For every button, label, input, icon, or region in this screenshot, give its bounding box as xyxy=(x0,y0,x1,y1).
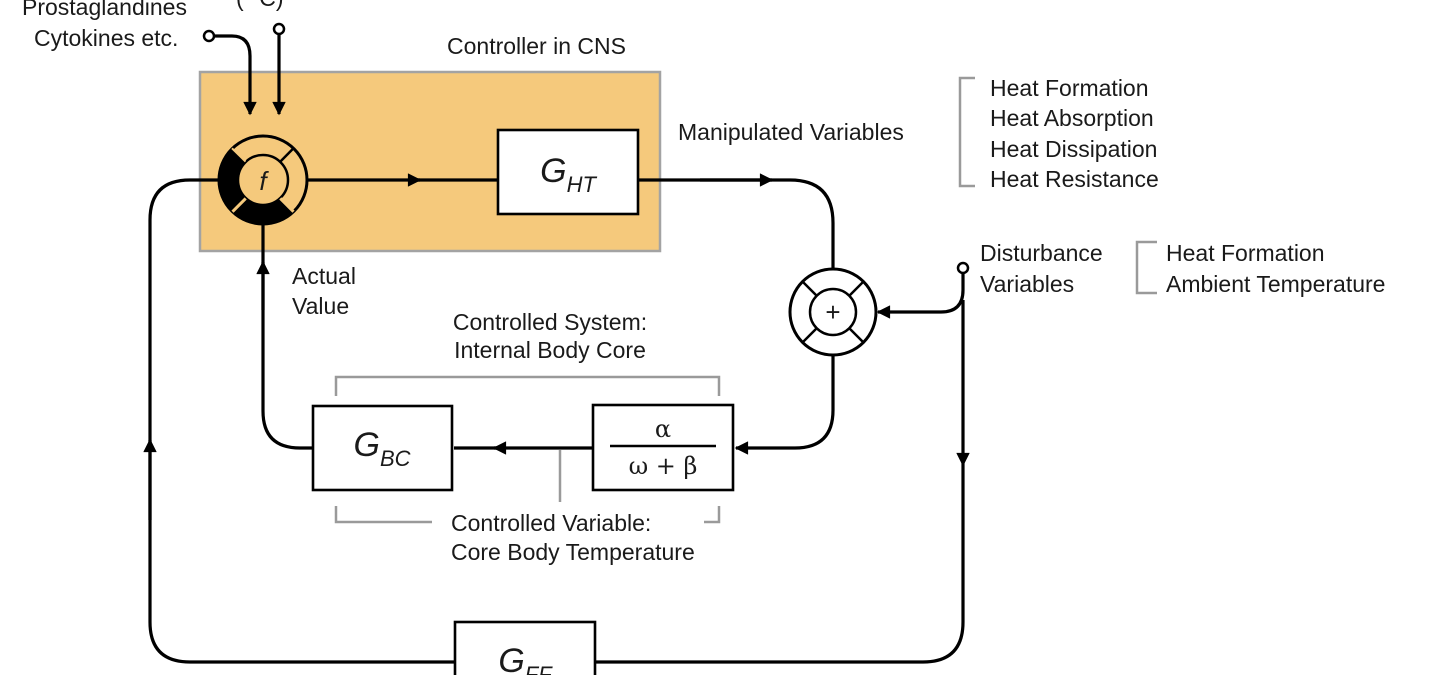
input-partial-label: ( °C) xyxy=(236,0,284,11)
input-line-left xyxy=(214,34,257,116)
controlled-variable-line2: Core Body Temperature xyxy=(451,539,695,565)
ght-block xyxy=(496,128,640,216)
manipulated-label: Manipulated Variables xyxy=(678,119,904,145)
manipulated-bracket xyxy=(958,76,975,188)
controlled-variable-bracket xyxy=(334,506,432,524)
wire-ght-to-sum xyxy=(638,178,835,268)
manipulated-item: Heat Formation xyxy=(990,75,1149,101)
transfer-block xyxy=(591,403,735,492)
actual-value-line2: Value xyxy=(292,293,349,319)
input-terminal-left xyxy=(202,29,216,43)
wire-feedforward-right xyxy=(595,465,965,664)
ght-label: GHT xyxy=(540,152,597,197)
disturbance-terminal xyxy=(956,261,970,275)
controller-title: Controller in CNS xyxy=(447,33,626,59)
controlled-system-bracket xyxy=(334,375,721,396)
summing-symbol: + xyxy=(825,297,840,327)
manipulated-item: Heat Dissipation xyxy=(990,136,1157,162)
gff-block xyxy=(453,620,597,675)
transfer-numerator: α xyxy=(655,415,671,443)
wire-feedforward-left xyxy=(148,178,455,664)
controlled-system-line1: Controlled System: xyxy=(453,309,647,335)
summing-junction: + xyxy=(788,267,878,357)
transfer-denominator: ω + β xyxy=(629,452,698,480)
controlled-variable-line1: Controlled Variable: xyxy=(451,510,651,536)
manipulated-item: Heat Absorption xyxy=(990,105,1154,131)
disturbance-label-line1: Disturbance xyxy=(980,240,1103,266)
controlled-system-line2: Internal Body Core xyxy=(454,337,646,363)
manipulated-item: Heat Resistance xyxy=(990,166,1159,192)
comparator-symbol: f xyxy=(259,166,269,196)
gbc-label: GBC xyxy=(353,426,410,471)
wire-sum-to-transfer xyxy=(734,355,835,455)
input-terminal-right xyxy=(272,22,286,36)
input-label-line2: Cytokines etc. xyxy=(34,25,178,51)
wire-gbc-to-comparator xyxy=(261,262,313,450)
disturbance-item: Heat Formation xyxy=(1166,240,1325,266)
comparator-f: f xyxy=(217,134,309,226)
input-label-line1: Prostaglandines xyxy=(22,0,187,20)
disturbance-bracket xyxy=(1135,240,1157,295)
gff-label: GFF xyxy=(498,642,553,675)
gbc-block xyxy=(311,404,454,492)
disturbance-label-line2: Variables xyxy=(980,271,1074,297)
actual-value-line1: Actual xyxy=(292,263,356,289)
disturbance-item: Ambient Temperature xyxy=(1166,271,1385,297)
wire-disturbance-to-sum xyxy=(876,273,965,319)
